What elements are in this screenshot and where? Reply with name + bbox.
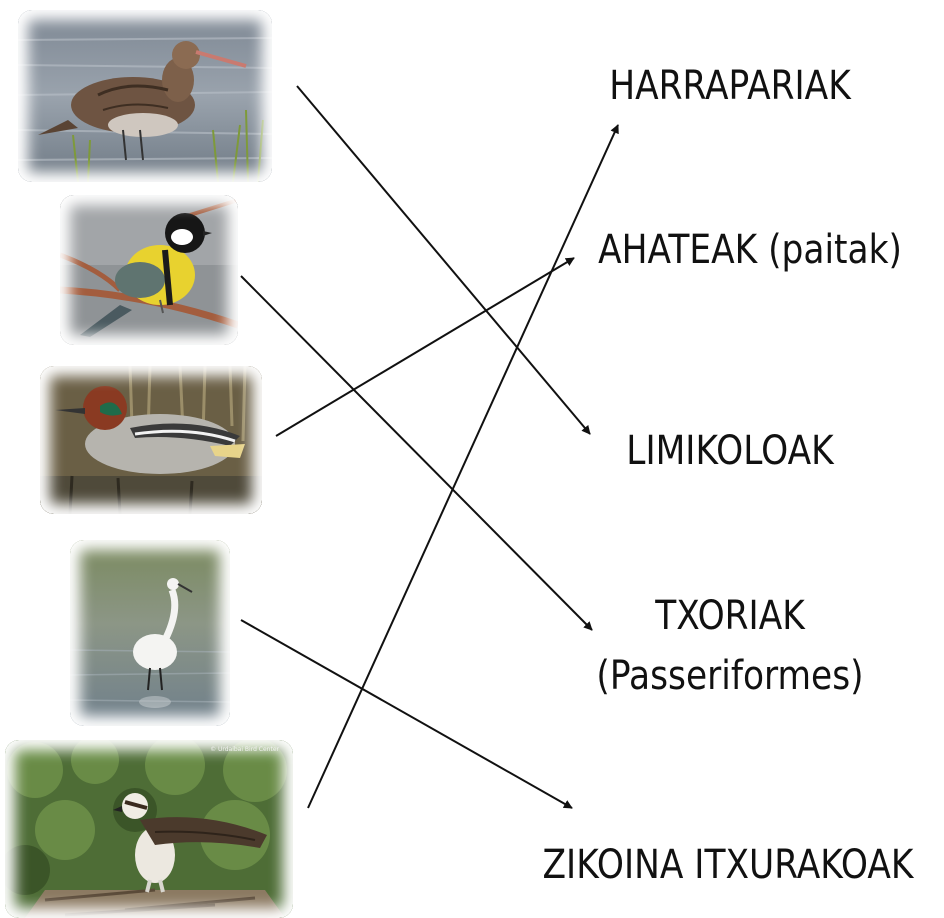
label-limikoloak: LIMIKOLOAK xyxy=(626,428,834,474)
godwit-photo xyxy=(18,10,272,182)
egret-photo xyxy=(70,540,230,726)
label-harrapariak: HARRAPARIAK xyxy=(609,63,851,109)
label-zikoina-itxurakoak: ZIKOINA ITXURAKOAK xyxy=(542,842,914,888)
label-ahateak: AHATEAK (paitak) xyxy=(598,227,902,273)
osprey-photo-credit: © Urdaibai Bird Center xyxy=(210,746,279,753)
arrow-duck-to-ahateak xyxy=(275,257,575,437)
label-txoriak: TXORIAK xyxy=(655,593,805,639)
teal-duck-photo xyxy=(40,366,262,514)
arrow-tit-to-txoriak xyxy=(240,275,593,631)
osprey-photo: © Urdaibai Bird Center xyxy=(5,740,293,918)
arrow-osprey-to-harrapariak xyxy=(307,124,619,809)
arrow-godwit-to-limikoloak xyxy=(296,85,591,435)
great-tit-photo xyxy=(60,195,238,345)
label-txoriak-latin: (Passeriformes) xyxy=(596,653,864,699)
